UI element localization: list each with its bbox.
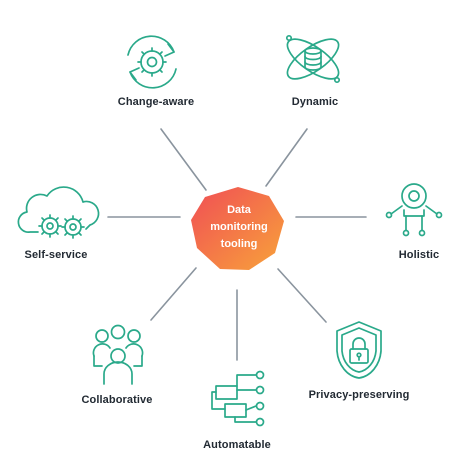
node-label-automatable: Automatable (203, 439, 271, 451)
hub-network-icon (385, 183, 443, 237)
shield-lock-icon (336, 321, 382, 379)
hub-title-line-1: Data (227, 204, 251, 216)
node-label-privacy-preserving: Privacy-preserving (308, 389, 410, 401)
connectors (107, 128, 367, 361)
node-label-self-service: Self-service (24, 249, 88, 261)
hub-title-line-2: monitoring (210, 221, 268, 233)
node-label-change-aware: Change-aware (117, 96, 195, 108)
cloud-gears-icon (17, 186, 100, 239)
connector-collaborative (150, 267, 197, 321)
connector-privacy-preserving (277, 268, 327, 323)
team-people-icon (92, 324, 144, 385)
hub-title-line-3: tooling (220, 238, 258, 250)
node-label-dynamic: Dynamic (291, 96, 339, 108)
hub-title: Data monitoring tooling (197, 202, 281, 253)
node-label-holistic: Holistic (398, 249, 440, 261)
workflow-tree-icon (211, 370, 265, 427)
connector-dynamic (265, 128, 308, 187)
hub-heptagon (191, 187, 284, 270)
cycle-gear-icon (127, 35, 177, 89)
connector-change-aware (160, 128, 207, 191)
node-label-collaborative: Collaborative (81, 394, 153, 406)
orbit-database-icon (285, 34, 341, 84)
